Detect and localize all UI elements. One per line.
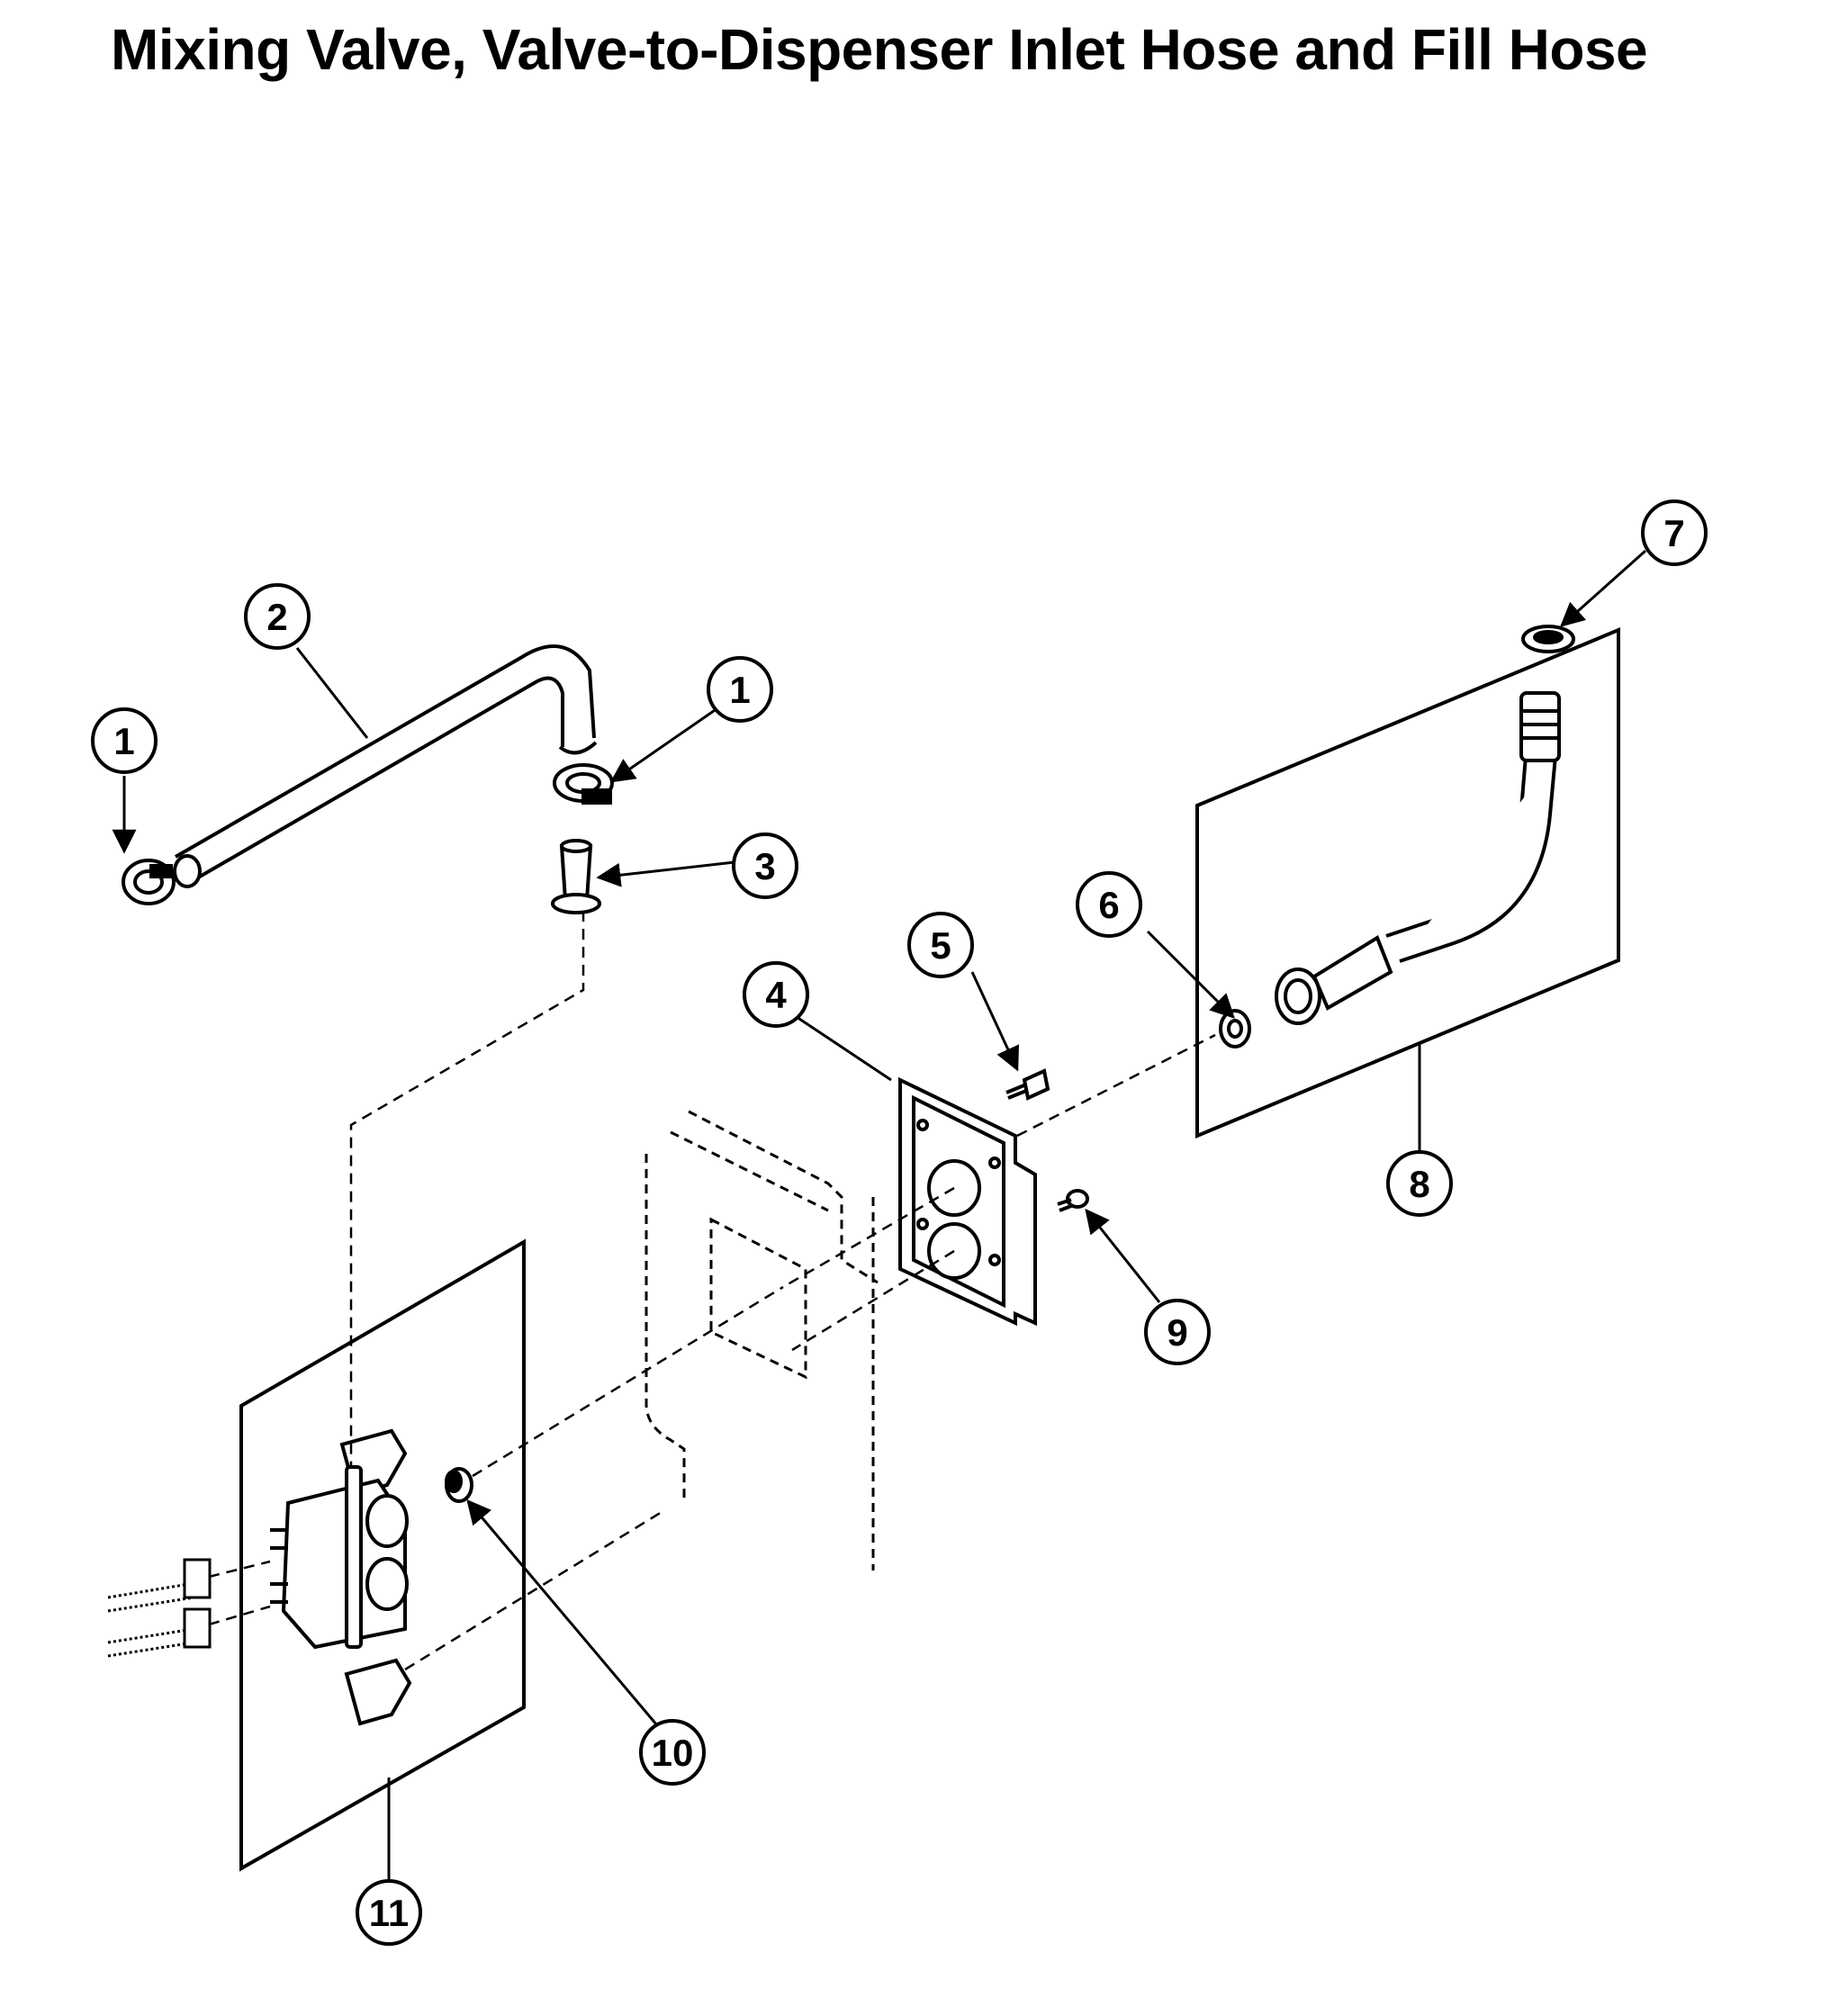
- diagram-title: Mixing Valve, Valve-to-Dispenser Inlet H…: [111, 17, 1648, 82]
- callout-1-left: 1: [91, 707, 158, 774]
- callout-9: 9: [1144, 1299, 1211, 1365]
- fill-hose: [1275, 691, 1561, 1025]
- leader-lines: [112, 549, 1646, 1881]
- callout-5: 5: [907, 912, 974, 978]
- svg-text:9: 9: [1167, 1311, 1187, 1354]
- callout-6: 6: [1076, 871, 1142, 938]
- mixing-valve: [270, 1428, 412, 1726]
- inlet-hose: [173, 644, 598, 888]
- hose-washer-6: [1219, 1009, 1251, 1048]
- svg-text:8: 8: [1409, 1163, 1429, 1205]
- screw-5: [1005, 1068, 1050, 1101]
- callout-2: 2: [244, 583, 311, 650]
- cabinet-outline: [645, 1110, 879, 1570]
- wire-harness: [107, 1558, 212, 1658]
- hose-washer-7: [1521, 625, 1575, 653]
- fill-hose-panel: [1195, 627, 1620, 1138]
- hose-clamp-left: [122, 859, 176, 905]
- mixing-valve-panel: [239, 1238, 526, 1872]
- svg-text:3: 3: [754, 845, 775, 887]
- callout-3: 3: [732, 832, 798, 899]
- inlet-screen: [445, 1467, 473, 1503]
- svg-text:7: 7: [1663, 512, 1684, 554]
- fill-nozzle: [551, 839, 601, 914]
- callout-7: 7: [1641, 500, 1708, 566]
- svg-text:11: 11: [369, 1892, 409, 1934]
- svg-text:10: 10: [652, 1732, 694, 1774]
- callout-4: 4: [743, 961, 809, 1028]
- gasket-plate: [898, 1076, 1037, 1327]
- callout-11: 11: [356, 1879, 422, 1946]
- svg-text:4: 4: [765, 974, 787, 1016]
- svg-text:6: 6: [1098, 884, 1119, 926]
- svg-text:1: 1: [113, 720, 134, 762]
- callout-10: 10: [639, 1719, 706, 1786]
- hose-clamp-right: [553, 763, 614, 805]
- callout-8: 8: [1386, 1150, 1453, 1217]
- callout-1-right: 1: [707, 656, 773, 723]
- assembly-lines: [208, 911, 1216, 1671]
- screw-9: [1057, 1189, 1089, 1212]
- svg-text:5: 5: [930, 924, 951, 967]
- svg-text:2: 2: [266, 596, 287, 638]
- svg-text:1: 1: [729, 669, 750, 711]
